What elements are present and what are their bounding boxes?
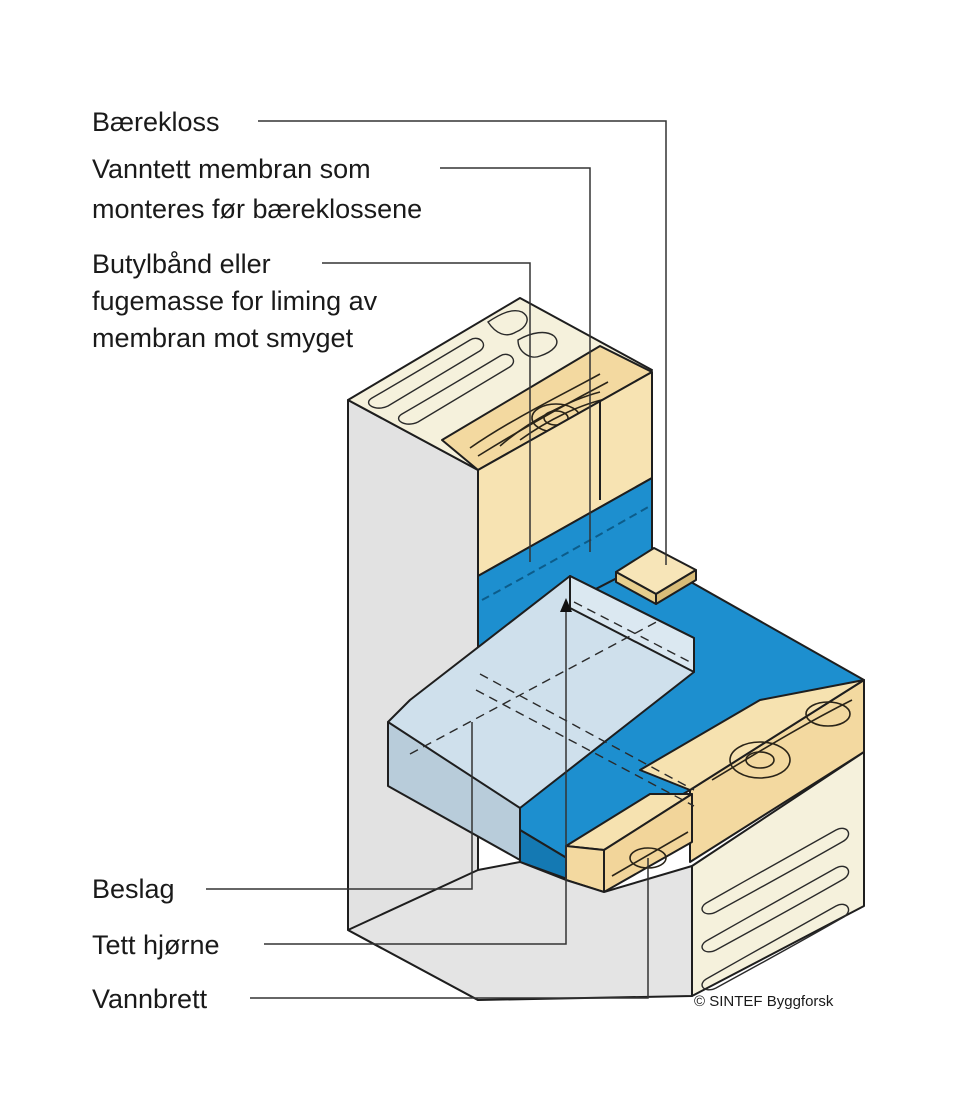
outer-wall bbox=[347, 751, 865, 1001]
tett-hjorne-arrow bbox=[560, 598, 572, 612]
labels: Bærekloss Vanntett membran som monteres … bbox=[92, 107, 834, 1014]
leader-butyl bbox=[322, 262, 531, 562]
label-vannbrett: Vannbrett bbox=[92, 984, 208, 1014]
label-butyl-line2: fugemasse for liming av bbox=[92, 286, 378, 316]
leader-beslag bbox=[206, 722, 473, 890]
leader-tett-hjorne bbox=[264, 612, 567, 945]
label-butyl-line3: membran mot smyget bbox=[92, 323, 354, 353]
beslag-flashing bbox=[387, 575, 695, 861]
leader-baerekloss bbox=[258, 120, 667, 565]
leader-membran bbox=[440, 167, 591, 552]
label-membran-line2: monteres før bæreklossene bbox=[92, 194, 422, 224]
label-butyl-line1: Butylbånd eller bbox=[92, 249, 271, 279]
baerekloss-block bbox=[615, 547, 697, 605]
sill-timber bbox=[639, 679, 865, 863]
label-baerekloss: Bærekloss bbox=[92, 107, 220, 137]
label-beslag: Beslag bbox=[92, 874, 175, 904]
label-tett-hjorne: Tett hjørne bbox=[92, 930, 220, 960]
vannbrett-board bbox=[565, 793, 693, 893]
top-insulation bbox=[347, 297, 653, 471]
leader-lines bbox=[206, 120, 667, 999]
copyright-notice: © SINTEF Byggforsk bbox=[694, 993, 834, 1010]
label-membran-line1: Vanntett membran som bbox=[92, 154, 371, 184]
leader-vannbrett bbox=[250, 858, 649, 999]
